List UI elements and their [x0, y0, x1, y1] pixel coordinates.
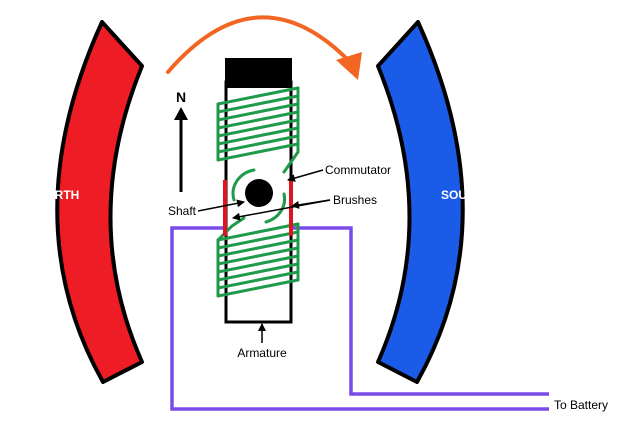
brushes-label: Brushes	[333, 193, 377, 207]
left-brush	[223, 180, 227, 236]
north-direction-arrow: N	[174, 89, 188, 192]
north-pole: NORTH	[37, 20, 144, 384]
north-label: NORTH	[37, 188, 80, 202]
right-brush	[289, 180, 293, 236]
lower-coil	[216, 216, 300, 298]
commutator-label: Commutator	[325, 163, 391, 177]
upper-coil	[216, 86, 300, 174]
shaft	[245, 179, 273, 207]
to-battery-label: To Battery	[554, 398, 608, 412]
n-arrow-label: N	[176, 89, 186, 105]
leader-lines	[197, 169, 331, 343]
shaft-label: Shaft	[168, 204, 197, 218]
south-pole: SOUTH	[376, 20, 483, 384]
armature-label: Armature	[237, 346, 287, 360]
brushes	[223, 180, 293, 236]
battery-wire	[170, 226, 549, 411]
rotation-arrow	[166, 15, 362, 80]
south-label: SOUTH	[441, 188, 483, 202]
commutator	[231, 168, 287, 224]
